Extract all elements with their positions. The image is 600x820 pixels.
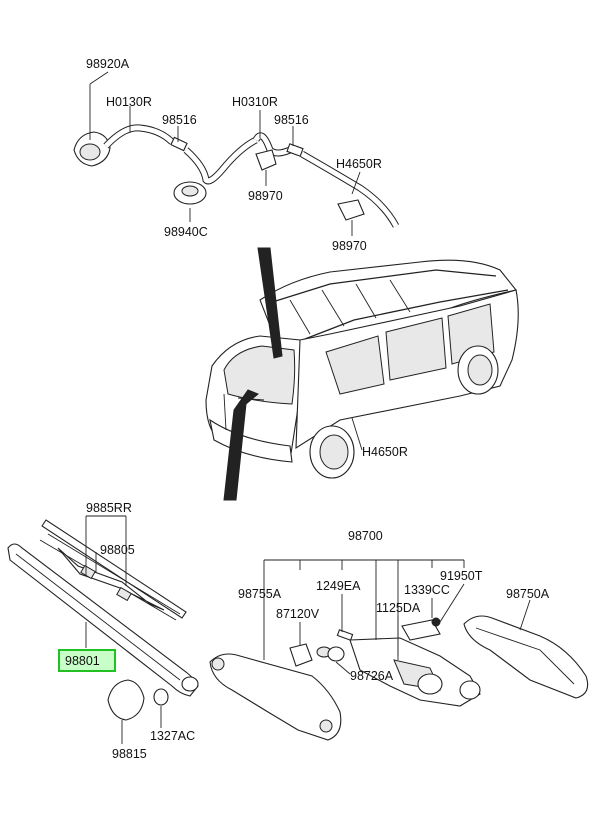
vehicle-illustration: [205, 259, 519, 479]
label-1339cc: 1339CC: [404, 583, 450, 597]
wiper-arm[interactable]: [7, 543, 199, 697]
connector-1339cc[interactable]: [401, 619, 441, 641]
wiper-arm-cap[interactable]: [107, 679, 145, 721]
label-1249ea: 1249EA: [316, 579, 361, 593]
label-98920a: 98920A: [86, 57, 130, 71]
label-98970-b: 98970: [332, 239, 367, 253]
grommet-87120v[interactable]: [289, 643, 313, 667]
pointer-arrow-upper: [257, 247, 283, 359]
motor-leaders: [263, 559, 531, 675]
label-98801[interactable]: 98801: [65, 654, 100, 668]
wiper-blade-assembly: [7, 519, 199, 721]
label-91950t: 91950T: [440, 569, 483, 583]
label-1327ac: 1327AC: [150, 729, 195, 743]
motor-grommet-98726a[interactable]: [327, 646, 345, 662]
label-98516-left: 98516: [162, 113, 197, 127]
label-h0310r: H0310R: [232, 95, 278, 109]
bolt-1249ea[interactable]: [336, 629, 354, 641]
top-leaders: [89, 71, 361, 236]
label-h4650r-top: H4650R: [336, 157, 382, 171]
label-98940c: 98940C: [164, 225, 208, 239]
wiper-motor-assembly: [209, 615, 589, 741]
motor-bracket[interactable]: [209, 653, 342, 741]
label-1125da: 1125DA: [376, 601, 421, 615]
label-h4650r-vehicle: H4650R: [362, 445, 408, 459]
label-98700: 98700: [348, 529, 383, 543]
hose-clip-98970-a[interactable]: [255, 149, 277, 171]
hose-connector-left[interactable]: [170, 136, 188, 152]
wiper-leaders: [85, 515, 162, 744]
wiper-blade[interactable]: [41, 519, 187, 619]
motor-cover[interactable]: [463, 615, 589, 699]
label-98970-a: 98970: [248, 189, 283, 203]
clip-91950t[interactable]: [431, 617, 441, 627]
label-h0130r: H0130R: [106, 95, 152, 109]
label-98755a: 98755A: [238, 587, 282, 601]
label-98516-right: 98516: [274, 113, 309, 127]
hose-clip-98970-b[interactable]: [337, 199, 365, 221]
pointer-arrow-lower: [223, 389, 259, 501]
label-98726a: 98726A: [350, 669, 394, 683]
label-87120v: 87120V: [276, 607, 320, 621]
highlight-box-98801[interactable]: [58, 649, 116, 672]
label-98750a: 98750A: [506, 587, 550, 601]
washer-hose-assembly: [73, 124, 400, 228]
hose-connector-right[interactable]: [286, 143, 304, 157]
wiper-nut[interactable]: [153, 688, 169, 706]
label-98805: 98805: [100, 543, 135, 557]
label-9885rr: 9885RR: [86, 501, 132, 515]
label-98815: 98815: [112, 747, 147, 761]
